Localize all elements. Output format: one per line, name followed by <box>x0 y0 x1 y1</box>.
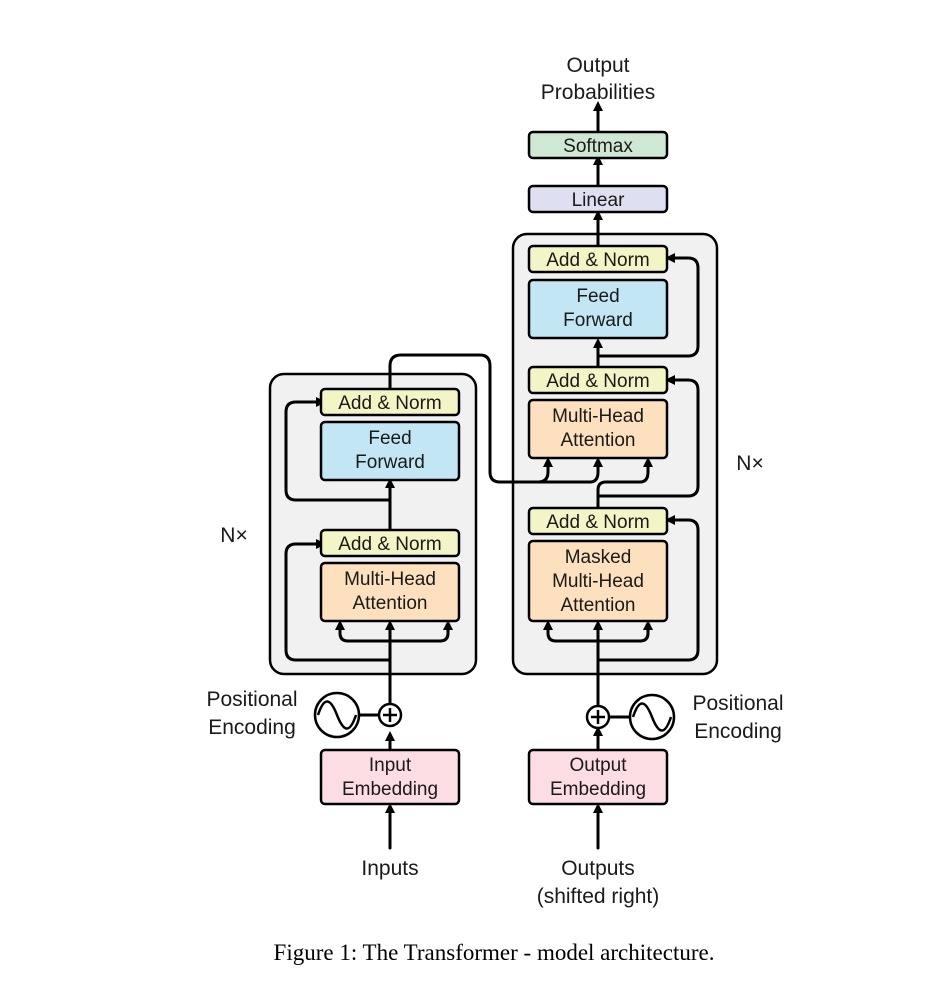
softmax-label: Softmax <box>563 136 633 157</box>
input-embedding-line1: Input <box>369 755 412 776</box>
dec-residual-1 <box>596 515 700 662</box>
dec-masked-multi-head-attention: Masked Multi-Head Attention <box>527 539 669 623</box>
enc-ff-line1: Feed <box>368 428 411 449</box>
encoder-nx-label: N× <box>220 524 247 547</box>
dec-masked-line1: Masked <box>565 547 632 568</box>
dec-residual-2 <box>596 375 700 498</box>
inputs-label: Inputs <box>361 857 418 880</box>
dec-mha-line1: Multi-Head <box>552 406 644 427</box>
enc-positional-line2: Encoding <box>208 716 296 739</box>
dec-ff-line1: Feed <box>576 286 619 307</box>
dec-masked-branch-left <box>543 620 600 643</box>
enc-feed-forward: Feed Forward <box>319 420 461 482</box>
dec-add-norm-top-label: Add & Norm <box>546 250 649 271</box>
enc-residual-2 <box>284 397 392 502</box>
output-probabilities-line2: Probabilities <box>541 81 655 104</box>
enc-add-norm-top-label: Add & Norm <box>338 393 441 414</box>
dec-add-circle-icon <box>585 704 611 730</box>
enc-attn-branches <box>388 620 453 643</box>
enc-multi-head-attention: Multi-Head Attention <box>319 561 461 623</box>
linear-label: Linear <box>572 190 625 211</box>
encoder-stack <box>268 372 478 676</box>
dec-residual-3 <box>596 253 700 358</box>
linear-block: Linear <box>527 184 669 214</box>
enc-mha-line2: Attention <box>353 593 428 614</box>
outputs-line2: (shifted right) <box>537 885 660 908</box>
enc-ff-line2: Forward <box>355 452 425 473</box>
softmax-block: Softmax <box>527 130 669 160</box>
dec-masked-line3: Attention <box>561 595 636 616</box>
figure-caption: Figure 1: The Transformer - model archit… <box>274 940 715 965</box>
enc-attn-branch-left <box>335 620 392 643</box>
enc-add-circle-icon <box>377 702 403 728</box>
enc-mha-line1: Multi-Head <box>344 569 436 590</box>
output-embedding-line1: Output <box>569 755 627 776</box>
decoder-nx-label: N× <box>736 452 763 475</box>
dec-add-norm-middle: Add & Norm <box>527 365 669 395</box>
input-embedding: Input Embedding <box>319 748 461 806</box>
dec-add-norm-bottom-label: Add & Norm <box>546 512 649 533</box>
outputs-line1: Outputs <box>561 857 635 880</box>
dec-add-norm-top: Add & Norm <box>527 244 669 274</box>
enc-add-norm-bottom-label: Add & Norm <box>338 534 441 555</box>
dec-add-norm-bottom: Add & Norm <box>527 506 669 536</box>
dec-ff-line2: Forward <box>563 310 633 331</box>
dec-mha-line2: Attention <box>561 430 636 451</box>
enc-add-norm-top: Add & Norm <box>319 387 461 417</box>
output-embedding: Output Embedding <box>527 748 669 806</box>
dec-positional-encoding-icon <box>628 693 676 741</box>
dec-masked-branches <box>596 620 653 643</box>
dec-masked-line2: Multi-Head <box>552 571 644 592</box>
input-embedding-line2: Embedding <box>342 779 438 800</box>
output-embedding-line2: Embedding <box>550 779 646 800</box>
enc-add-norm-bottom: Add & Norm <box>319 528 461 558</box>
enc-to-dec-memory-b <box>538 457 603 484</box>
dec-positional-line1: Positional <box>692 692 783 715</box>
enc-positional-encoding-icon <box>313 691 361 739</box>
dec-add-norm-middle-label: Add & Norm <box>546 371 649 392</box>
enc-positional-line1: Positional <box>206 688 297 711</box>
output-probabilities-line1: Output <box>566 54 629 77</box>
dec-to-cross-query <box>596 457 653 510</box>
enc-residual-1 <box>284 539 392 662</box>
dec-feed-forward: Feed Forward <box>527 278 669 340</box>
dec-positional-line2: Encoding <box>694 720 782 743</box>
dec-multi-head-attention: Multi-Head Attention <box>527 398 669 460</box>
